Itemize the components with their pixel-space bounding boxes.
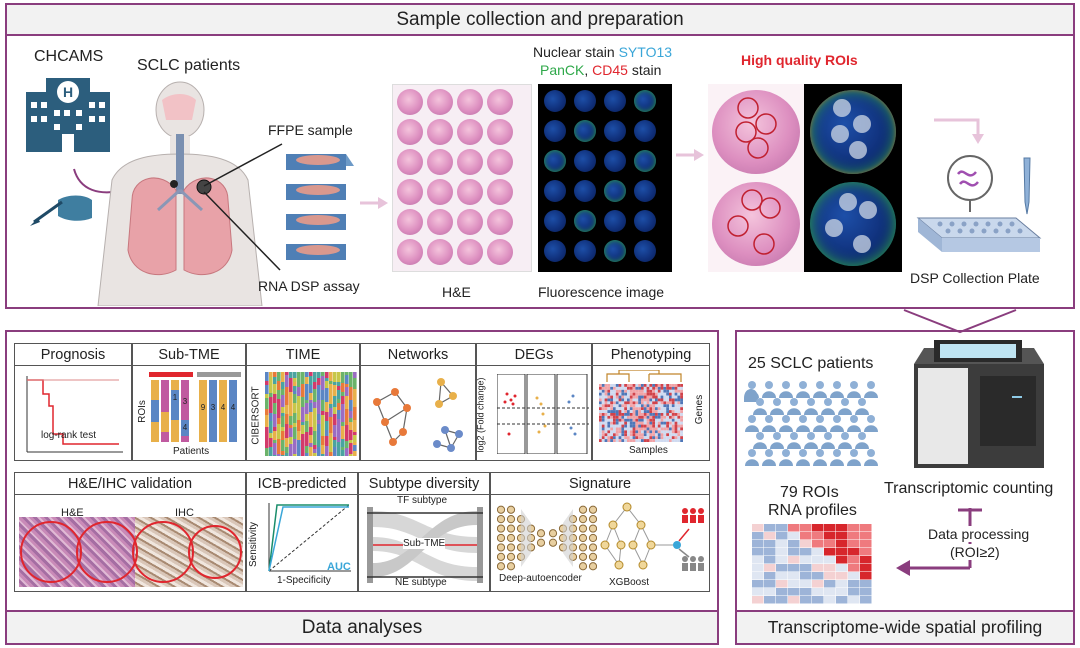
fluorescence-label: Fluorescence image: [538, 284, 665, 300]
svg-text:3: 3: [211, 403, 216, 412]
log-rank-label: log-rank test: [41, 430, 97, 441]
he-slide-image: [392, 84, 532, 272]
svg-text:9: 9: [201, 403, 206, 412]
time-title: TIME: [247, 344, 359, 366]
stain-line-2: PanCK, CD45 stain: [540, 62, 662, 78]
scalpel-hand-icon: [30, 195, 92, 226]
roi-fluorescence-panel: [804, 84, 902, 272]
time-panel: TIME CIBERSORT: [246, 343, 360, 461]
roc-curve: [268, 503, 351, 572]
time-stacked-bars: [265, 372, 357, 456]
stain-line-1: Nuclear stain SYTO13: [533, 44, 673, 60]
ffpe-blocks-icon: [286, 154, 354, 260]
high-quality-rois-label: High quality ROIs: [741, 52, 858, 68]
arrow-icon: [934, 118, 984, 144]
phenotyping-xlabel: Samples: [629, 445, 668, 456]
roi-circles: [727, 97, 781, 255]
phenotyping-title: Phenotyping: [593, 344, 709, 366]
degs-panel: DEGs log2 (Fold change): [476, 343, 592, 461]
svg-text:H: H: [63, 84, 73, 100]
prognosis-title: Prognosis: [15, 344, 131, 366]
he-label: H&E: [442, 284, 471, 300]
phenotyping-ylabel: Genes: [694, 394, 706, 425]
roi-heatmap: [752, 524, 872, 604]
network-graph: [373, 378, 463, 452]
processing-line1: Data processing: [928, 526, 1030, 542]
zoom-lines-icon: [203, 143, 283, 271]
patient-body-icon: [97, 81, 263, 306]
svg-text:3: 3: [183, 397, 188, 406]
arrow-icon: [360, 197, 388, 209]
top-section-title: Sample collection and preparation: [5, 3, 1075, 36]
validation-image: [19, 517, 243, 587]
spatial-profiling-title: Transcriptome-wide spatial profiling: [735, 610, 1075, 645]
time-ylabel: CIBERSORT: [250, 386, 262, 445]
xgboost-graph: [600, 502, 704, 571]
icb-xlabel: 1-Specificity: [277, 575, 331, 586]
svg-text:4: 4: [221, 403, 226, 412]
km-curve: [26, 376, 123, 453]
signature-title: Signature: [491, 473, 709, 495]
svg-text:4: 4: [183, 423, 188, 432]
hospital-icon: H: [26, 78, 110, 152]
subtme-title: Sub-TME: [133, 344, 245, 366]
subtype-top-label: TF subtype: [397, 495, 448, 506]
degs-scatter: [497, 374, 589, 454]
validation-title: H&E/IHC validation: [15, 473, 245, 495]
processing-line2: (ROI≥2): [950, 544, 1000, 560]
data-analyses-title: Data analyses: [5, 610, 719, 645]
plate-label: DSP Collection Plate: [910, 270, 1040, 286]
rois-line1: 79 ROIs: [780, 484, 839, 501]
autoencoder-label: Deep-autoencoder: [499, 573, 582, 584]
fluorescence-slide-image: [538, 84, 672, 272]
validation-he-label: H&E: [61, 507, 84, 519]
autoencoder-graph: [497, 505, 597, 571]
signature-panel: Signature Deep-autoencoder XGBoost: [490, 472, 710, 592]
subtype-panel: Subtype diversity TF subtype Sub-TME NE …: [358, 472, 490, 592]
degs-title: DEGs: [477, 344, 591, 366]
subtme-ylabel: ROIs: [136, 400, 148, 423]
networks-title: Networks: [361, 344, 475, 366]
icb-panel: ICB-predicted Sensitivity AUC 1-Specific…: [246, 472, 358, 592]
icb-auc-label: AUC: [327, 561, 351, 573]
roi-he-panel: [708, 84, 804, 272]
phenotyping-panel: Phenotyping Genes Samples: [592, 343, 710, 461]
phenotyping-heatmap: [599, 370, 683, 442]
patients-label: SCLC patients: [137, 57, 241, 74]
rna-dsp-label: RNA DSP assay: [258, 278, 360, 294]
hospital-label: CHCAMS: [34, 48, 104, 65]
icb-title: ICB-predicted: [247, 473, 357, 495]
subtype-title: Subtype diversity: [359, 473, 489, 495]
validation-ihc-label: IHC: [175, 507, 194, 519]
prognosis-panel: Prognosis log-rank test: [14, 343, 132, 461]
connector-icon: [903, 309, 1017, 334]
arrow-icon: [676, 149, 704, 161]
subtype-bottom-label: NE subtype: [395, 577, 447, 588]
icb-ylabel: Sensitivity: [248, 521, 260, 568]
svg-text:4: 4: [231, 403, 236, 412]
rois-line2: RNA profiles: [768, 502, 857, 519]
subtme-xlabel: Patients: [173, 446, 210, 457]
ffpe-label: FFPE sample: [268, 122, 353, 138]
validation-panel: H&E/IHC validation H&E IHC: [14, 472, 246, 592]
counting-label: Transcriptomic counting: [884, 480, 1054, 497]
patients-count-label: 25 SCLC patients: [748, 355, 874, 372]
svg-text:1: 1: [173, 393, 178, 402]
degs-ylabel: log2 (Fold change): [475, 377, 486, 453]
subtype-mid-label: Sub-TME: [403, 538, 446, 549]
patients-crowd-icon: [744, 381, 878, 466]
networks-panel: Networks: [360, 343, 476, 461]
sequencer-icon: [914, 340, 1044, 468]
collection-plate-icon: [916, 155, 1042, 252]
xgboost-label: XGBoost: [609, 577, 650, 588]
